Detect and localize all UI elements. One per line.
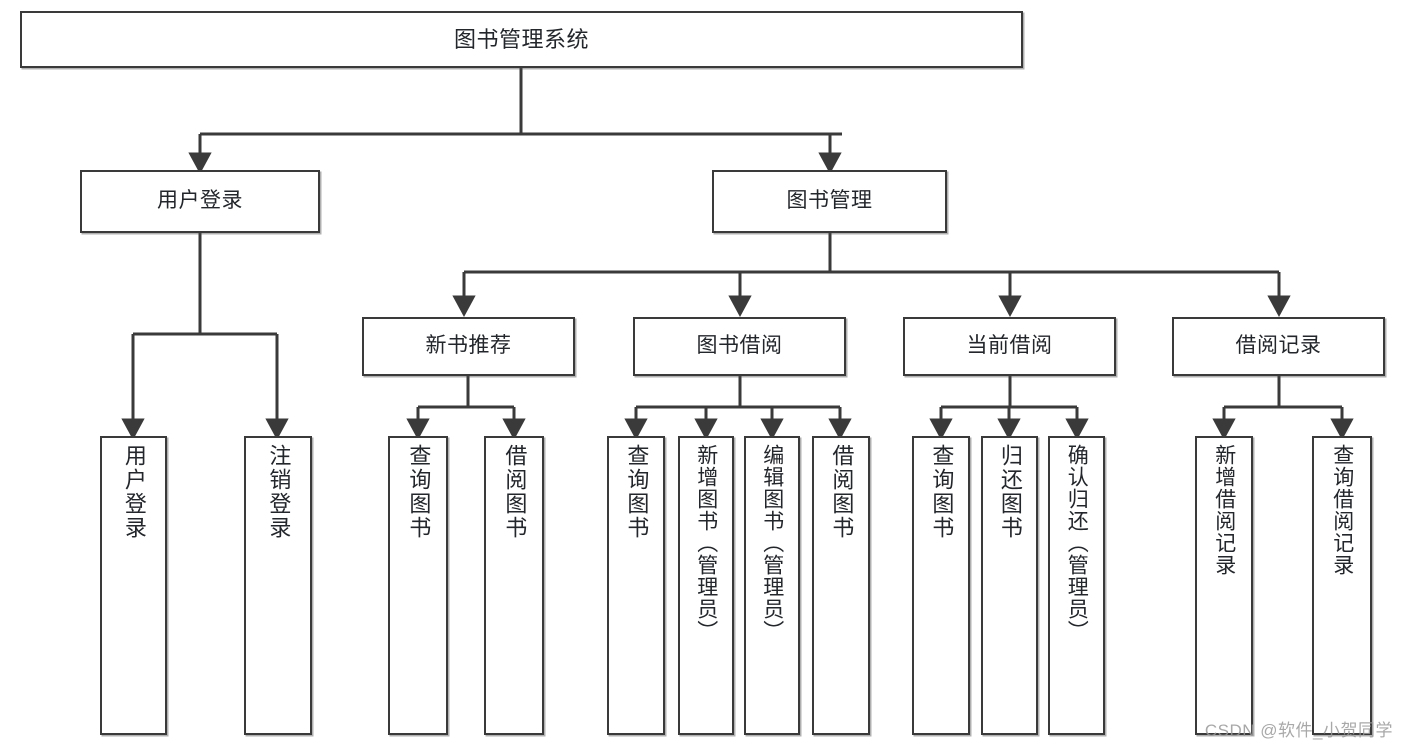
node-label: 注销登录 xyxy=(266,444,292,540)
node-label: 查询图书 xyxy=(929,444,955,540)
leaf-new-book-borrow[interactable]: 借阅图书 xyxy=(484,436,544,735)
watermark-text: CSDN @软件_小贺同学 xyxy=(1204,721,1393,740)
node-label: 用户登录 xyxy=(157,189,243,213)
node-label: 借阅记录 xyxy=(1235,334,1322,358)
node-label: 查询借阅记录 xyxy=(1330,444,1354,576)
leaf-current-confirm-return-admin[interactable]: 确认归还（管理员） xyxy=(1048,436,1105,735)
node-label: 图书管理 xyxy=(786,189,873,213)
node-book-management[interactable]: 图书管理 xyxy=(712,170,947,233)
leaf-borrow-borrow-book[interactable]: 借阅图书 xyxy=(812,436,870,735)
node-label: 用户登录 xyxy=(121,444,147,540)
node-label: 新增借阅记录 xyxy=(1212,444,1236,576)
leaf-borrow-query-book[interactable]: 查询图书 xyxy=(607,436,665,735)
node-label: 图书管理系统 xyxy=(453,26,589,52)
leaf-user-login-signout[interactable]: 注销登录 xyxy=(244,436,312,735)
leaf-current-query-book[interactable]: 查询图书 xyxy=(912,436,970,735)
leaf-current-return-book[interactable]: 归还图书 xyxy=(981,436,1038,735)
node-label: 归还图书 xyxy=(997,444,1023,540)
node-label: 编辑图书（管理员） xyxy=(760,444,784,642)
node-label: 新书推荐 xyxy=(425,334,512,358)
node-current-borrow[interactable]: 当前借阅 xyxy=(903,317,1116,376)
node-label: 借阅图书 xyxy=(502,444,528,540)
node-label: 借阅图书 xyxy=(829,444,855,540)
leaf-record-query-record[interactable]: 查询借阅记录 xyxy=(1312,436,1372,735)
leaf-user-login-signin[interactable]: 用户登录 xyxy=(100,436,167,735)
node-new-book-recommend[interactable]: 新书推荐 xyxy=(362,317,575,376)
node-label: 新增图书（管理员） xyxy=(694,444,718,642)
node-label: 图书借阅 xyxy=(696,334,783,358)
node-root-system[interactable]: 图书管理系统 xyxy=(20,11,1023,68)
node-label: 查询图书 xyxy=(406,444,432,540)
node-borrow-record[interactable]: 借阅记录 xyxy=(1172,317,1385,376)
node-label: 查询图书 xyxy=(624,444,650,540)
leaf-borrow-edit-book-admin[interactable]: 编辑图书（管理员） xyxy=(744,436,800,735)
node-label: 确认归还（管理员） xyxy=(1065,444,1089,642)
leaf-new-book-query[interactable]: 查询图书 xyxy=(388,436,448,735)
node-book-borrow[interactable]: 图书借阅 xyxy=(633,317,846,376)
leaf-borrow-add-book-admin[interactable]: 新增图书（管理员） xyxy=(678,436,734,735)
node-label: 当前借阅 xyxy=(966,334,1053,358)
node-user-login[interactable]: 用户登录 xyxy=(80,170,320,233)
leaf-record-add-record[interactable]: 新增借阅记录 xyxy=(1195,436,1253,735)
